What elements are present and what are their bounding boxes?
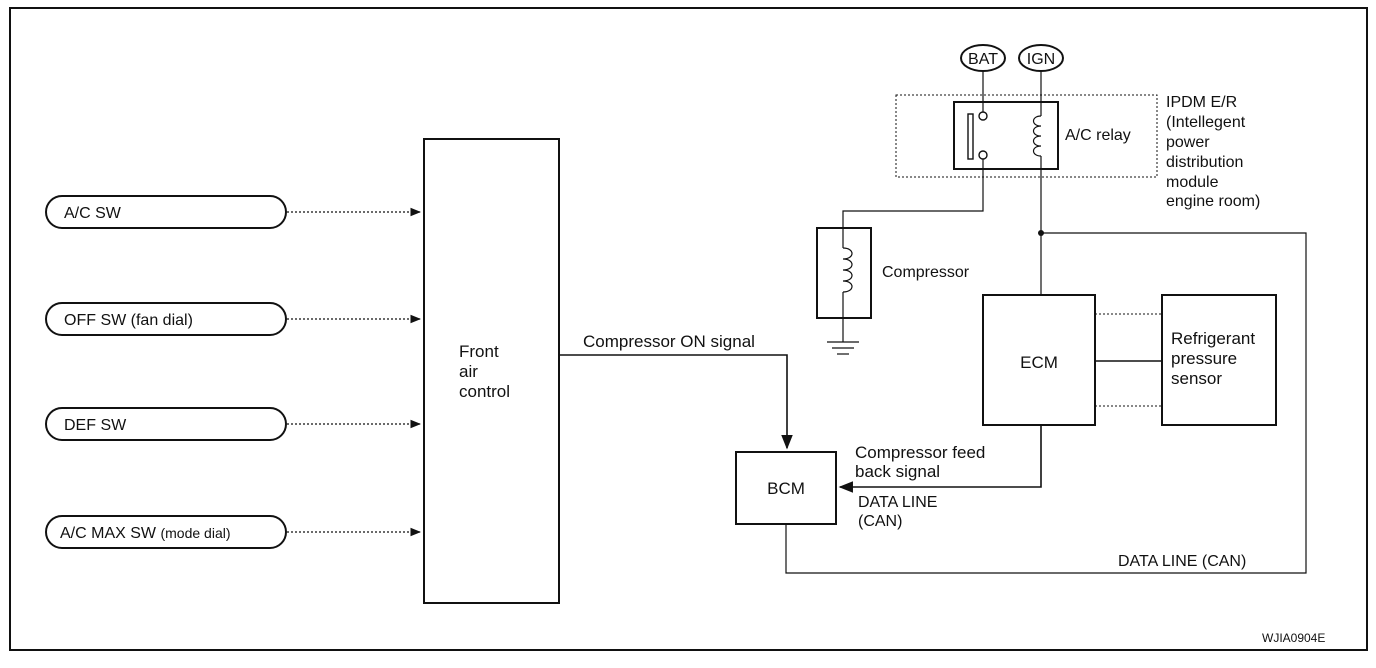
junction-dot	[1038, 230, 1044, 236]
bcm-box: BCM	[735, 451, 837, 525]
refrigerant-pressure-sensor-box: Refrigerant pressure sensor	[1161, 294, 1277, 426]
figure-frame	[9, 7, 1368, 651]
ecm-box: ECM	[982, 294, 1096, 426]
relay-to-compressor-wire	[842, 159, 984, 228]
relay-coil-icon	[1032, 115, 1042, 157]
ipdm-label-2: (Intellegent	[1166, 114, 1246, 131]
ipdm-er-box	[895, 94, 1158, 178]
bcm-label: BCM	[767, 479, 805, 498]
sensor-label-2: pressure	[1171, 349, 1237, 368]
compressor-on-signal-line	[559, 354, 793, 450]
switch-def: DEF SW	[45, 407, 287, 441]
data-line-can-label-2: (CAN)	[858, 513, 902, 530]
compressor-feedback-line	[838, 425, 1042, 493]
ign-label: IGN	[1027, 51, 1055, 68]
data-line-can-label-1: DATA LINE	[858, 494, 937, 511]
compressor-coil-icon	[842, 247, 853, 293]
compressor-label: Compressor	[882, 264, 970, 281]
ipdm-label-1: IPDM E/R	[1166, 94, 1237, 111]
relay-contact-bar	[967, 113, 974, 160]
ipdm-label-5: module	[1166, 174, 1219, 191]
ign-terminal: IGN	[1018, 44, 1064, 72]
ground-icon	[827, 341, 859, 355]
compressor: Compressor	[816, 227, 970, 319]
switch-ac: A/C SW	[45, 195, 287, 229]
data-line-can-bottom	[785, 232, 1307, 574]
ecm-label: ECM	[1020, 353, 1058, 372]
switch-ac-label: A/C SW	[64, 205, 122, 222]
sensor-label-3: sensor	[1171, 369, 1222, 388]
bat-label: BAT	[968, 51, 998, 68]
compressor-on-signal-label: Compressor ON signal	[583, 332, 755, 351]
ipdm-label-3: power	[1166, 134, 1210, 151]
feedback-label-2: back signal	[855, 462, 940, 481]
switch-off-label: OFF SW (fan dial)	[64, 312, 193, 329]
ac-relay: A/C relay	[953, 101, 1131, 170]
front-air-control-box: Front air control	[423, 138, 560, 604]
figure-code: WJIA0904E	[1262, 631, 1325, 645]
bat-terminal: BAT	[960, 44, 1006, 72]
relay-terminal-top	[978, 111, 988, 121]
switch-acmax-label: A/C MAX SW (mode dial)	[60, 525, 231, 542]
switch-acmax: A/C MAX SW (mode dial)	[45, 515, 287, 549]
front-air-control-label-3: control	[459, 382, 510, 401]
ac-relay-label: A/C relay	[1065, 127, 1131, 144]
relay-terminal-bottom	[978, 150, 988, 160]
feedback-label-1: Compressor feed	[855, 443, 985, 462]
sensor-label-1: Refrigerant	[1171, 329, 1255, 348]
front-air-control-label-2: air	[459, 362, 478, 381]
switch-off: OFF SW (fan dial)	[45, 302, 287, 336]
ipdm-label-4: distribution	[1166, 154, 1243, 171]
data-line-bottom-label: DATA LINE (CAN)	[1118, 553, 1246, 570]
front-air-control-label-1: Front	[459, 342, 499, 361]
switch-def-label: DEF SW	[64, 417, 127, 434]
ipdm-label-6: engine room)	[1166, 193, 1260, 210]
